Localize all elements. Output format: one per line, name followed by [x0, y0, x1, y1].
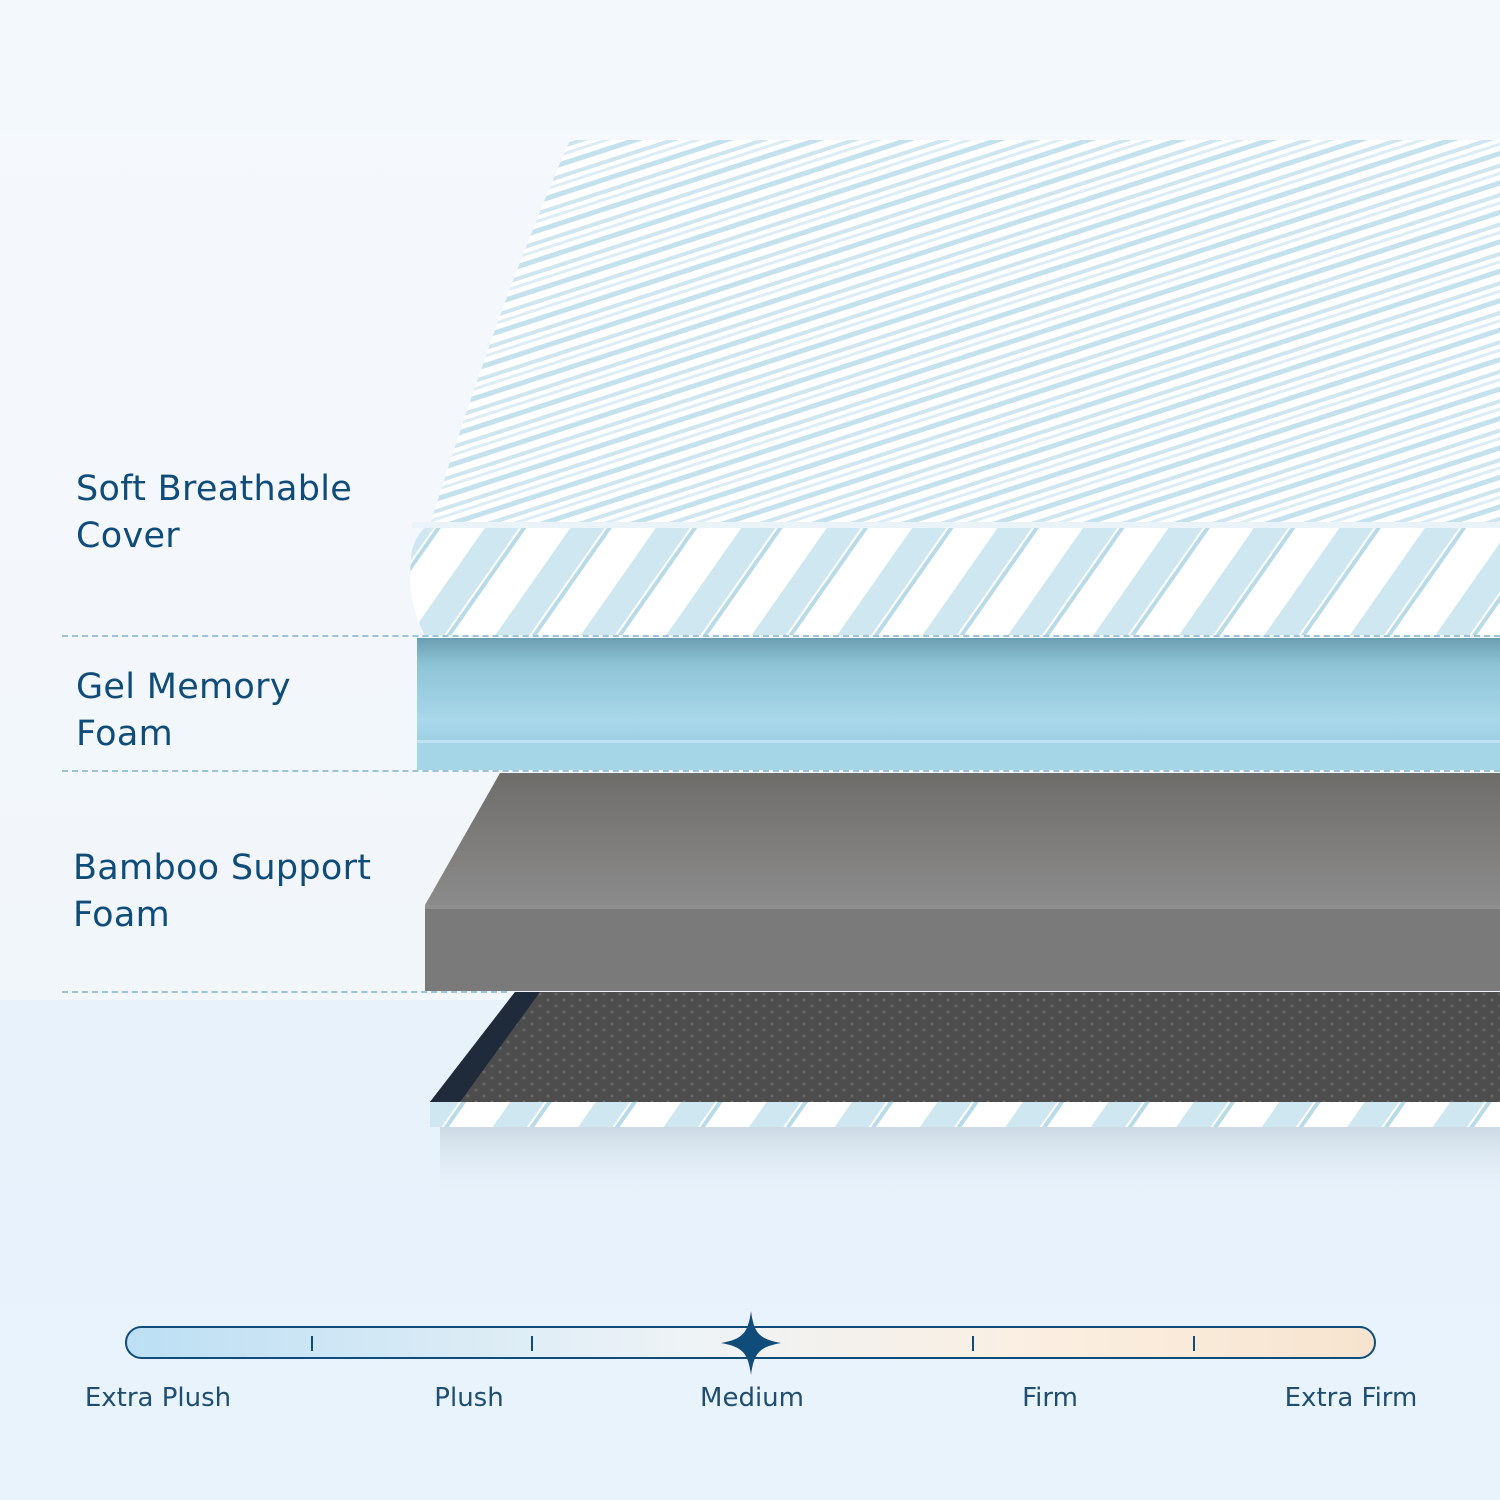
scale-tick	[531, 1336, 533, 1351]
layer-label-gel-foam: Gel Memory Foam	[76, 667, 291, 754]
layer-label-cover: Soft Breathable Cover	[76, 469, 353, 556]
scale-tick	[1193, 1336, 1195, 1351]
scale-label-extra-firm: Extra Firm	[1284, 1383, 1418, 1413]
scale-label-medium: Medium	[700, 1383, 804, 1413]
scale-tick	[311, 1336, 313, 1351]
scale-label-plush: Plush	[434, 1383, 504, 1413]
scale-label-firm: Firm	[1022, 1383, 1078, 1413]
divider-bamboo-base	[62, 991, 507, 993]
divider-cover-gel	[62, 635, 1500, 637]
scale-label-extra-plush: Extra Plush	[84, 1383, 232, 1413]
scale-tick	[972, 1336, 974, 1351]
divider-gel-bamboo	[62, 770, 1500, 772]
layer-label-bamboo-foam: Bamboo Support Foam	[73, 848, 372, 935]
firmness-star-marker-icon	[720, 1311, 781, 1375]
